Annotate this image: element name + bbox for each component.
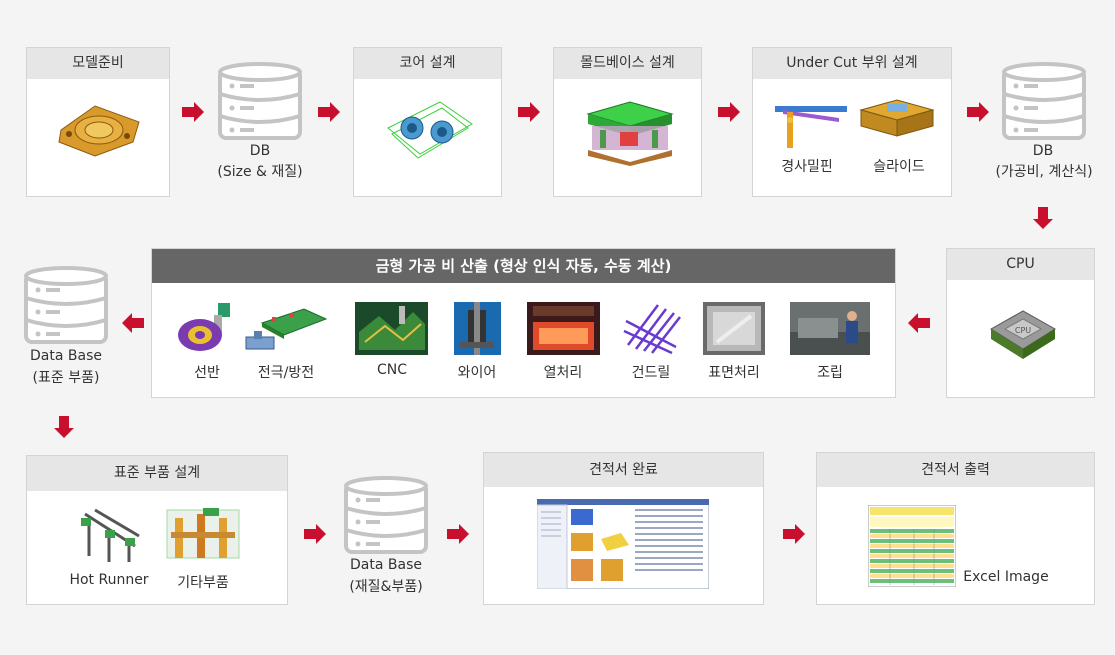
moldbase-design-title: 몰드베이스 설계 [554, 48, 701, 79]
db4-sub: (재질&부품) [349, 579, 423, 595]
electrode-edm-image [245, 308, 328, 350]
excel-image-label: Excel Image [963, 569, 1049, 585]
estimate-done-box: 견적서 완료 [483, 452, 764, 605]
estimate-software-screenshot [537, 499, 709, 589]
estimate-print-box: 견적서 출력 Excel Image [816, 452, 1095, 605]
std-parts-item-0: Hot Runner [69, 572, 149, 588]
db4-label: Data Base [350, 557, 422, 573]
arrow-down-2 [54, 416, 74, 438]
db-material-parts-icon [344, 476, 428, 554]
process-7: 조립 [817, 365, 843, 381]
std-parts-design-title: 표준 부품 설계 [27, 456, 287, 491]
db1-sub: (Size & 재질) [217, 164, 303, 180]
assembly-image [790, 302, 870, 355]
process-3: 와이어 [457, 365, 497, 381]
slide-image [859, 99, 935, 137]
db1-label: DB [249, 143, 271, 159]
cpu-box: CPU CPU [946, 248, 1095, 398]
process-4: 열처리 [543, 365, 583, 381]
undercut-design-box: Under Cut 부위 설계 경사밀핀 슬라이드 [752, 47, 952, 197]
wire-edm-image [454, 302, 501, 355]
arrow-right-6 [304, 524, 326, 544]
excel-sheet-image [868, 505, 956, 587]
cpu-chip-image: CPU [985, 303, 1061, 369]
lathe-image [178, 303, 230, 351]
cost-calc-title: 금형 가공 비 산출 (형상 인식 자동, 수동 계산) [152, 249, 895, 283]
arrow-left-2 [122, 313, 144, 333]
core-design-box: 코어 설계 [353, 47, 502, 197]
cost-calc-box: 금형 가공 비 산출 (형상 인식 자동, 수동 계산) [151, 248, 896, 398]
process-1: 전극/방전 [257, 365, 315, 381]
arrow-right-3 [518, 102, 540, 122]
db-cost-formula-icon [1002, 62, 1086, 140]
surface-treatment-image [703, 302, 765, 355]
core-design-title: 코어 설계 [354, 48, 501, 79]
estimate-print-title: 견적서 출력 [817, 453, 1094, 487]
process-2: CNC [376, 362, 408, 378]
db3-sub: (표준 부품) [32, 370, 100, 386]
moldbase-image [586, 101, 674, 166]
arrow-right-5 [967, 102, 989, 122]
arrow-right-8 [783, 524, 805, 544]
db-standard-parts-icon [24, 266, 108, 344]
db3-label: Data Base [30, 348, 102, 364]
process-0: 선반 [194, 365, 220, 381]
db2-label: DB [1032, 143, 1054, 159]
process-6: 표면처리 [708, 365, 760, 381]
arrow-down-1 [1033, 207, 1053, 229]
db-size-material-icon [218, 62, 302, 140]
cpu-chip-text: CPU [1015, 326, 1031, 335]
arrow-left-1 [908, 313, 930, 333]
cpu-title: CPU [947, 249, 1094, 280]
angular-ejector-image [775, 106, 847, 148]
db2-sub: (가공비, 계산식) [995, 164, 1093, 180]
core-design-image [387, 101, 473, 159]
cnc-image [355, 302, 428, 355]
arrow-right-1 [182, 102, 204, 122]
gun-drill-image [623, 304, 681, 355]
hot-runner-image [81, 508, 140, 562]
undercut-design-title: Under Cut 부위 설계 [753, 48, 951, 79]
std-parts-item-1: 기타부품 [177, 575, 229, 591]
mold-prep-title: 모델준비 [27, 48, 169, 79]
estimate-done-title: 견적서 완료 [484, 453, 763, 487]
heat-treatment-image [527, 302, 600, 355]
process-5: 건드릴 [631, 365, 671, 381]
undercut-item-1: 슬라이드 [873, 159, 925, 175]
moldbase-design-box: 몰드베이스 설계 [553, 47, 702, 197]
mold-model-image [58, 105, 140, 157]
arrow-right-2 [318, 102, 340, 122]
std-parts-design-box: 표준 부품 설계 Hot Runner 기타부품 [26, 455, 288, 605]
mold-prep-box: 모델준비 [26, 47, 170, 197]
arrow-right-4 [718, 102, 740, 122]
other-parts-image [166, 508, 240, 559]
arrow-right-7 [447, 524, 469, 544]
undercut-item-0: 경사밀핀 [781, 159, 833, 175]
